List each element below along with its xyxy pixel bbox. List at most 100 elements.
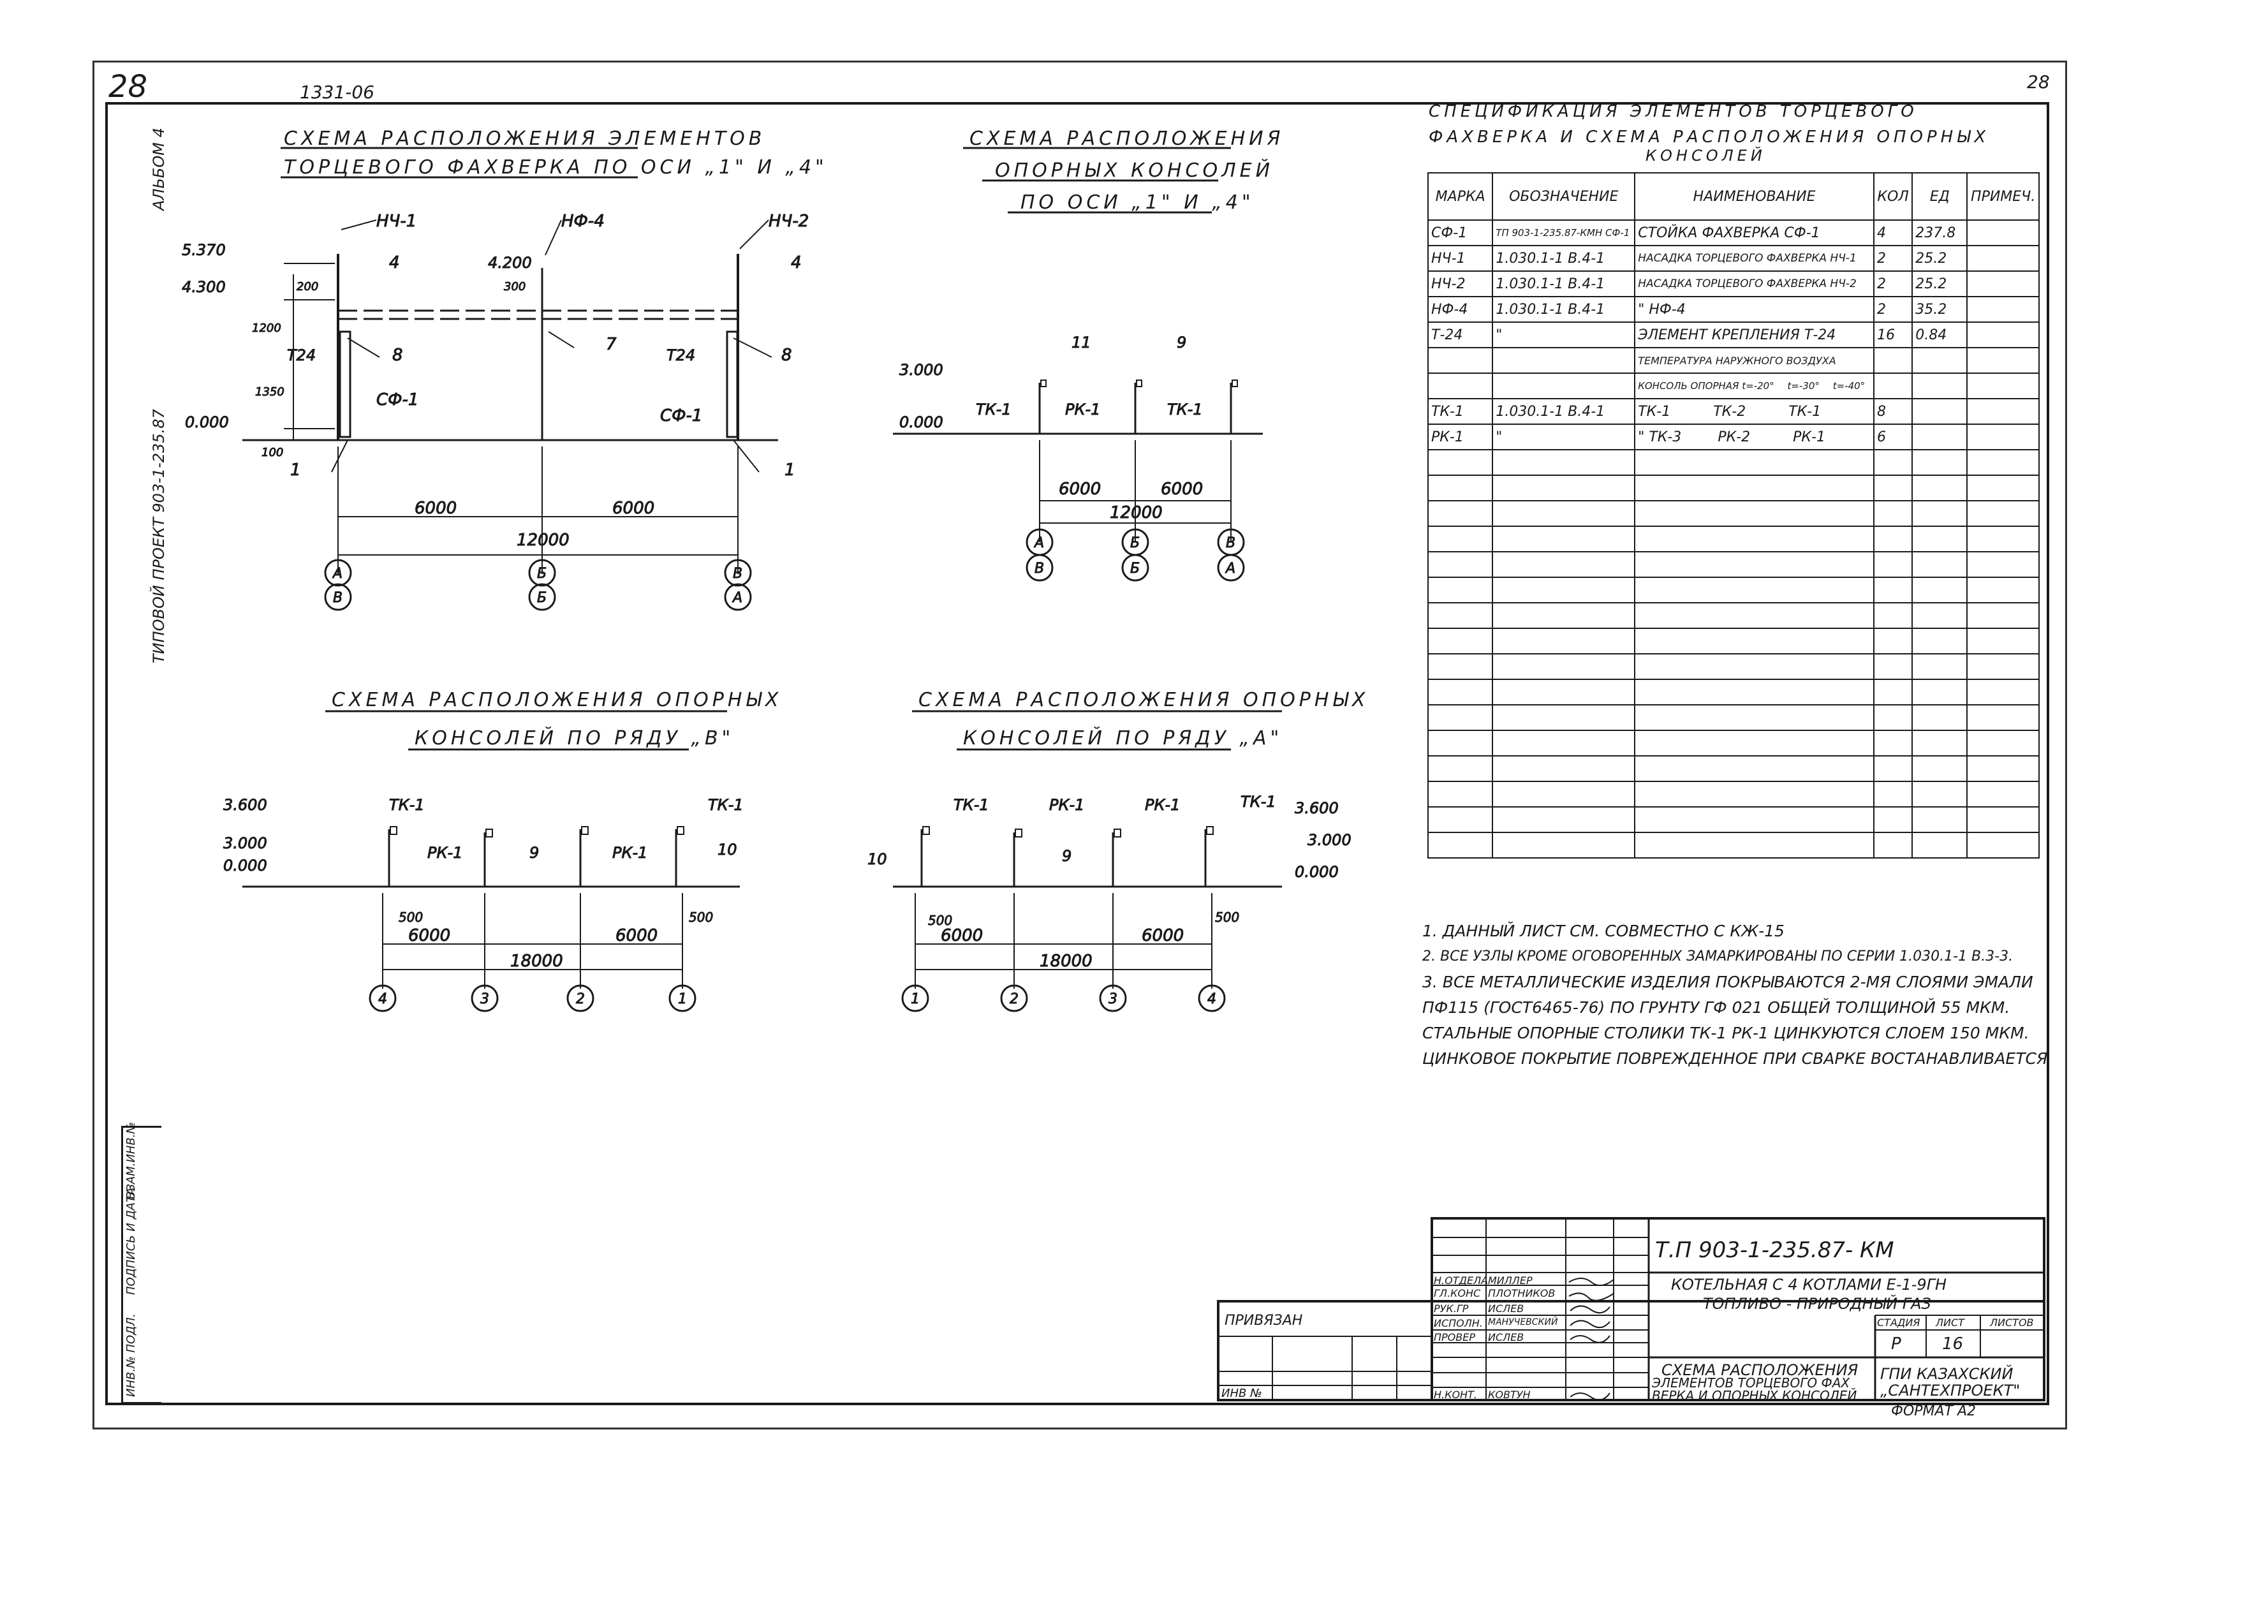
cell: РК-1 (1427, 424, 1494, 450)
empty-row (1427, 551, 2040, 578)
cell (1427, 373, 1494, 399)
cell: ЭЛЕМЕНТ КРЕПЛЕНИЯ Т-24 (1634, 321, 1874, 348)
note-3-cont: ПФ115 (ГОСТ6465-76) ПО ГРУНТУ ГФ 021 ОБЩ… (1422, 998, 2010, 1017)
stamp-strip (121, 1126, 161, 1404)
empty-row (1427, 679, 2040, 705)
empty-row (1427, 475, 2040, 501)
cell: " (1492, 424, 1636, 450)
s1-dim-100: 100 (261, 446, 283, 459)
s1-axis-2-bot: Б (537, 590, 547, 606)
s4-mark-rk1-right: РК-1 (1145, 796, 1180, 814)
cell (1966, 373, 2040, 399)
role-2: РУК.ГР (1434, 1303, 1469, 1315)
s2-axis-3-top: В (1226, 535, 1235, 551)
col-note: ПРИМЕЧ. (1966, 172, 2040, 221)
table-row: РК-1 " " ТК-3 РК-2 РК-1 6 (1427, 424, 2040, 450)
cell: 2 (1873, 296, 1913, 323)
spec-title-line2: ФАХВЕРКА И СХЕМА РАСПОЛОЖЕНИЯ ОПОРНЫХ (1429, 128, 1990, 147)
s1-dim-1350: 1350 (255, 385, 284, 399)
s4-span-total: 18000 (1040, 952, 1093, 971)
note-2: 2. ВСЕ УЗЛЫ КРОМЕ ОГОВОРЕННЫХ ЗАМАРКИРОВ… (1422, 949, 2014, 964)
s2-mark-9: 9 (1177, 334, 1186, 351)
s1-mark-nf4: НФ-4 (561, 212, 605, 231)
s3-level-3000: 3.000 (223, 834, 267, 852)
s1-mark-8-right: 8 (781, 346, 792, 365)
table-row: СФ-1 ТП 903-1-235.87-КМН СФ-1 СТОЙКА ФАХ… (1427, 219, 2040, 246)
empty-row (1427, 653, 2040, 680)
drawing-title-line1: СХЕМА РАСПОЛОЖЕНИЯ (1661, 1361, 1859, 1379)
cell: 4 (1873, 219, 1913, 246)
s2-axis-1-bot: В (1035, 561, 1044, 577)
col-designation: ОБОЗНАЧЕНИЕ (1492, 172, 1636, 221)
s1-mark-4-left: 4 (389, 253, 400, 272)
outer-border (92, 61, 2067, 1429)
cell: 2 (1873, 245, 1913, 272)
s1-mark-t24-right: Т24 (666, 346, 695, 364)
s3-axis-4: 4 (378, 991, 387, 1007)
s1-dim-300: 300 (504, 280, 526, 293)
person-0: МИЛЛЕР (1488, 1274, 1533, 1287)
s3-dim-500-right: 500 (689, 910, 713, 925)
person-1: ПЛОТНИКОВ (1488, 1287, 1556, 1299)
s4-level-3000: 3.000 (1307, 831, 1351, 849)
s3-mark-9: 9 (529, 844, 539, 862)
scheme4-title-line1: СХЕМА РАСПОЛОЖЕНИЯ ОПОРНЫХ (918, 689, 1369, 711)
s4-axis-4: 4 (1207, 991, 1216, 1007)
s2-mark-tk1-left: ТК-1 (976, 401, 1012, 418)
empty-row (1427, 500, 2040, 527)
object-line1: КОТЕЛЬНАЯ С 4 КОТЛАМИ Е-1-9ГН (1671, 1276, 1947, 1294)
scheme2-title-line3: ПО ОСИ „1" И „4" (1020, 191, 1255, 214)
temp-col-40: t=-40° (1832, 380, 1866, 392)
spec-table: МАРКА ОБОЗНАЧЕНИЕ НАИМЕНОВАНИЕ КОЛ ЕД ПР… (1427, 172, 2040, 859)
object-line2: ТОПЛИВО - ПРИРОДНЫЙ ГАЗ (1703, 1295, 1931, 1313)
empty-row (1427, 755, 2040, 782)
s1-mark-t24-left: Т24 (287, 346, 316, 364)
cell-20: " ТК-3 (1638, 429, 1682, 445)
s2-span-2: 6000 (1161, 480, 1203, 499)
cell: СТОЙКА ФАХВЕРКА СФ-1 (1634, 219, 1874, 246)
cell-20: ТК-1 (1638, 403, 1671, 420)
stage-value: Р (1891, 1334, 1901, 1354)
empty-row (1427, 449, 2040, 476)
s1-mark-4-right: 4 (791, 253, 802, 272)
s4-span-2: 6000 (1142, 926, 1184, 945)
table-row: ТК-1 1.030.1-1 В.4-1 ТК-1 ТК-2 ТК-1 8 (1427, 398, 2040, 425)
s2-level-0000: 0.000 (899, 413, 943, 431)
person-3: МАНУЧЕВСКИЙ (1488, 1317, 1558, 1327)
scheme1-title-line1: СХЕМА РАСПОЛОЖЕНИЯ ЭЛЕМЕНТОВ (284, 128, 766, 150)
table-row: НЧ-2 1.030.1-1 В.4-1 НАСАДКА ТОРЦЕВОГО Ф… (1427, 270, 2040, 297)
empty-row (1427, 730, 2040, 757)
s2-mark-tk1-right: ТК-1 (1167, 401, 1203, 418)
s4-level-3600: 3.600 (1295, 799, 1339, 817)
cell-30: ТК-2 (1713, 403, 1746, 420)
s3-level-0000: 0.000 (223, 857, 267, 875)
s4-mark-tk1-right: ТК-1 (1241, 793, 1276, 811)
s3-span-total: 18000 (510, 952, 563, 971)
s4-mark-rk1-left: РК-1 (1049, 796, 1084, 814)
s4-dim-500-left: 500 (928, 913, 952, 928)
spec-header-row: МАРКА ОБОЗНАЧЕНИЕ НАИМЕНОВАНИЕ КОЛ ЕД ПР… (1427, 172, 2040, 221)
cell: ТК-1 ТК-2 ТК-1 (1634, 398, 1874, 425)
person-2: ИСЛЕВ (1488, 1303, 1524, 1315)
cell: НЧ-1 (1427, 245, 1494, 272)
s4-mark-9: 9 (1062, 847, 1071, 865)
spec-title-line3: КОНСОЛЕЙ (1646, 147, 1766, 165)
privyazan-label: ПРИВЯЗАН (1225, 1313, 1303, 1329)
cell: НФ-4 (1427, 296, 1494, 323)
s1-mark-8-left: 8 (392, 346, 403, 365)
table-row: НФ-4 1.030.1-1 В.4-1 " НФ-4 2 35.2 (1427, 296, 2040, 323)
temp-col-20: КОНСОЛЬ ОПОРНАЯ t=-20° (1638, 380, 1774, 392)
s1-axis-1-bot: В (333, 590, 342, 606)
cell-40: ТК-1 (1788, 403, 1822, 420)
cell: НЧ-2 (1427, 270, 1494, 297)
cell: 8 (1873, 398, 1913, 425)
col-mark: МАРКА (1427, 172, 1494, 221)
col-name: НАИМЕНОВАНИЕ (1634, 172, 1874, 221)
cell (1966, 398, 2040, 425)
cell: ТП 903-1-235.87-КМН СФ-1 (1492, 219, 1636, 246)
s1-mark-1-right: 1 (784, 461, 795, 480)
note-3-cont3: ЦИНКОВОЕ ПОКРЫТИЕ ПОВРЕЖДЕННОЕ ПРИ СВАРК… (1422, 1049, 2048, 1068)
cell: 1.030.1-1 В.4-1 (1492, 270, 1636, 297)
sheets-header: ЛИСТОВ (1990, 1317, 2034, 1329)
